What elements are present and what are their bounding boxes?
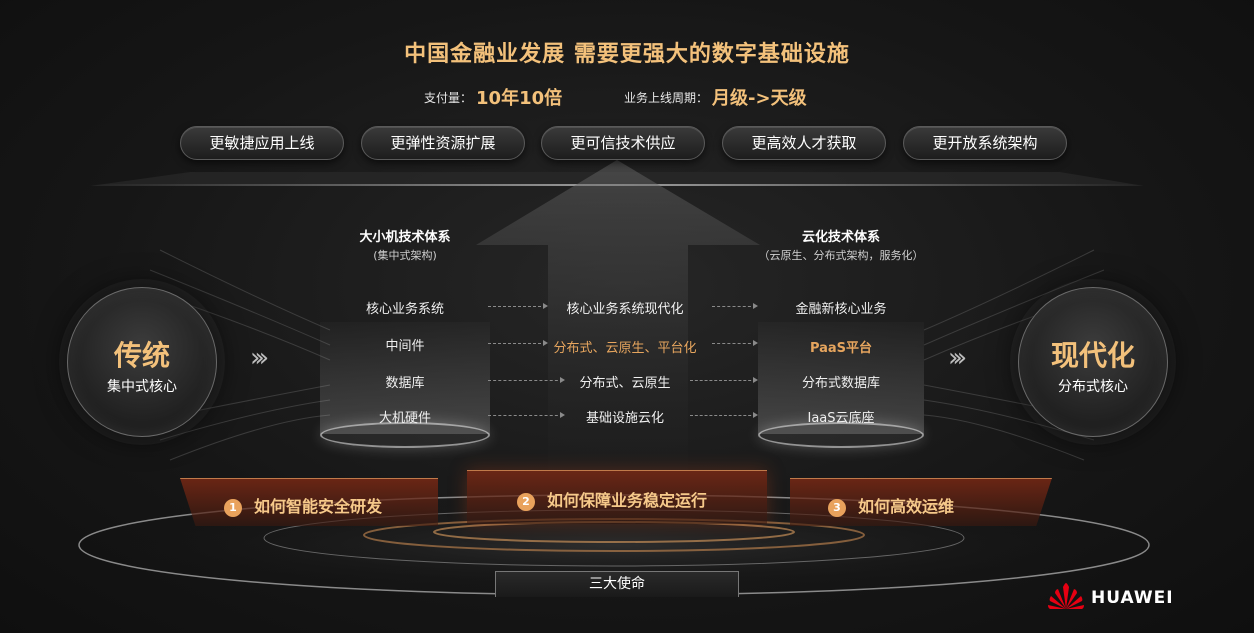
- pill-agile-apps: 更敏捷应用上线: [180, 126, 344, 160]
- right-row-core: 金融新核心业务: [795, 302, 887, 317]
- modern-label: 现代化: [1050, 339, 1135, 372]
- brand-name: HUAWEI: [1091, 588, 1174, 608]
- right-row-iaas: IaaS云底座: [807, 411, 875, 426]
- left-cylinder-base: [320, 422, 490, 448]
- flow-arrow: [488, 377, 565, 383]
- huawei-logo-icon: [1048, 583, 1084, 609]
- flow-arrow: [488, 412, 565, 418]
- traditional-sublabel: 集中式核心: [107, 379, 177, 395]
- right-row-distributed-db: 分布式数据库: [801, 376, 880, 391]
- mission-label: 如何高效运维: [858, 497, 955, 516]
- left-row-database: 数据库: [385, 376, 425, 391]
- metric-payment-volume: 支付量：10年10倍: [424, 84, 562, 110]
- slide-title: 中国金融业发展 需要更强大的数字基础设施: [404, 42, 850, 67]
- traditional-circle: [67, 287, 217, 437]
- flow-arrow: [488, 303, 548, 309]
- left-cylinder: [320, 322, 490, 434]
- metric-label: 业务上线周期：: [624, 91, 709, 105]
- left-stack-subtitle: (集中式架构): [373, 249, 437, 262]
- mission-number: 2: [517, 493, 535, 511]
- mission-secure-dev: 1 如何智能安全研发: [180, 478, 438, 526]
- mission-number: 3: [828, 499, 846, 517]
- right-row-paas: PaaS平台: [809, 341, 873, 356]
- right-cylinder-base: [758, 422, 924, 448]
- flow-arrow: [712, 303, 758, 309]
- metric-value: 10年10倍: [476, 88, 563, 109]
- left-row-core: 核心业务系统: [365, 302, 444, 317]
- right-cylinder: [758, 322, 924, 434]
- metric-value: 月级->天级: [712, 88, 807, 109]
- flow-arrow: [488, 340, 548, 346]
- metric-label: 支付量：: [424, 91, 473, 105]
- pill-elastic-resources: 更弹性资源扩展: [361, 126, 525, 160]
- flow-arrow: [690, 377, 758, 383]
- metric-launch-cycle: 业务上线周期：月级->天级: [624, 84, 807, 110]
- up-arrow-icon: [476, 160, 760, 470]
- mission-number: 1: [224, 499, 242, 517]
- mission-stable-ops: 2 如何保障业务稳定运行: [467, 470, 767, 524]
- mission-efficient-om: 3 如何高效运维: [790, 478, 1052, 526]
- modern-sublabel: 分布式核心: [1058, 379, 1128, 395]
- double-chevron-right-icon: ›››: [250, 343, 269, 373]
- pill-trusted-supply: 更可信技术供应: [541, 126, 705, 160]
- three-missions-label: 三大使命: [495, 571, 739, 597]
- double-chevron-right-icon: ›››: [948, 343, 967, 373]
- flow-arrow: [712, 340, 758, 346]
- mission-label: 如何保障业务稳定运行: [547, 491, 708, 510]
- mission-label: 如何智能安全研发: [254, 497, 383, 516]
- modern-circle: [1018, 287, 1168, 437]
- traditional-label: 传统: [113, 339, 170, 372]
- mid-row-distributed-cloud: 分布式、云原生: [579, 376, 671, 391]
- right-stack-title: 云化技术体系: [801, 230, 880, 245]
- pill-efficient-talent: 更高效人才获取: [722, 126, 886, 160]
- mid-row-core-modernization: 核心业务系统现代化: [566, 302, 684, 317]
- mid-row-distributed-platform: 分布式、云原生、平台化: [553, 341, 697, 356]
- right-stack-subtitle: （云原生、分布式架构，服务化）: [758, 249, 924, 262]
- left-stack-title: 大小机技术体系: [359, 230, 451, 245]
- mid-row-infra-cloud: 基础设施云化: [585, 411, 664, 426]
- pill-open-architecture: 更开放系统架构: [903, 126, 1067, 160]
- left-row-middleware: 中间件: [385, 339, 425, 354]
- flow-arrow: [690, 412, 758, 418]
- left-row-hardware: 大机硬件: [378, 411, 431, 426]
